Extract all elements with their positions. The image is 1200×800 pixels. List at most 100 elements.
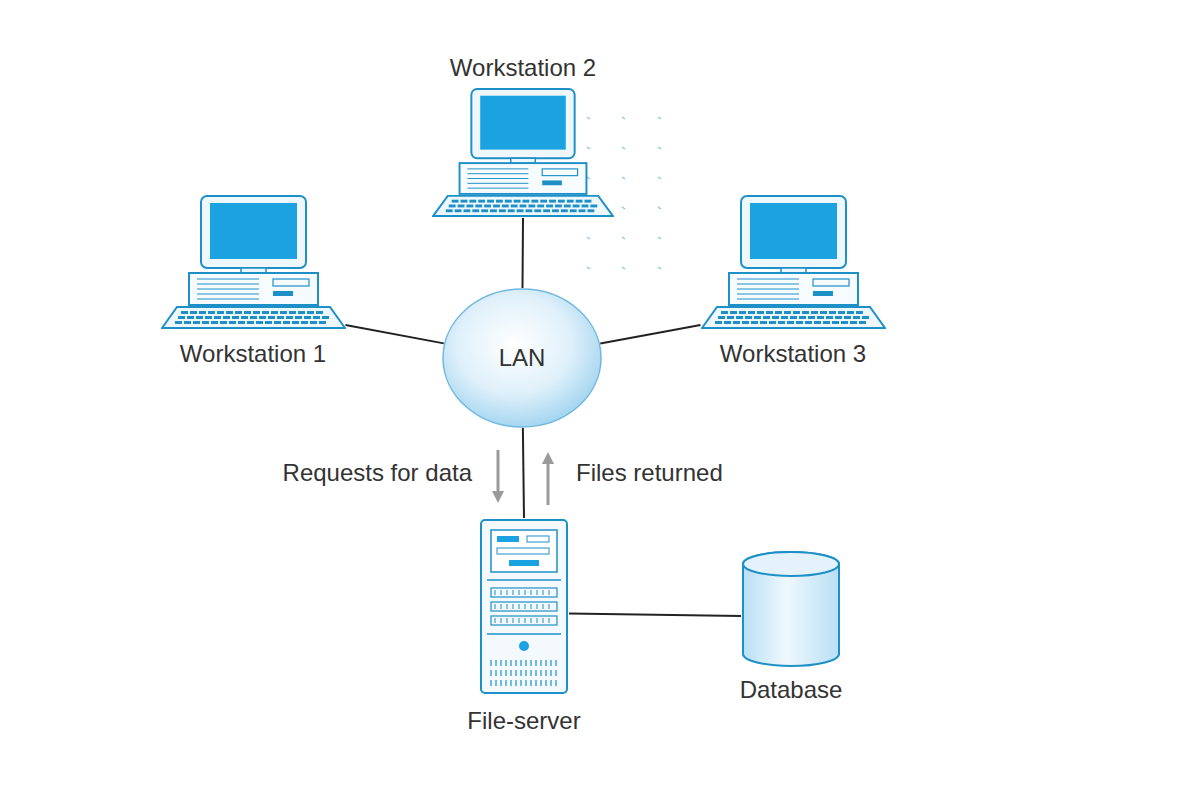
vent-slot [550, 680, 551, 686]
vent-slot [550, 660, 551, 666]
key [546, 205, 553, 208]
key [757, 311, 764, 314]
key [584, 200, 591, 203]
key [859, 321, 866, 324]
key [193, 321, 200, 324]
key [856, 311, 863, 314]
signal-dots [587, 117, 661, 269]
unit-stripe [467, 168, 528, 169]
key [811, 311, 818, 314]
key [505, 200, 512, 203]
key [220, 321, 227, 324]
bay-grille [537, 590, 538, 595]
vent-slot [515, 680, 516, 686]
key [772, 316, 779, 319]
key [778, 321, 785, 324]
key [543, 209, 550, 212]
bay-grille [513, 590, 514, 595]
key [196, 316, 203, 319]
key [277, 316, 284, 319]
key [511, 205, 518, 208]
signal-dot [658, 237, 661, 239]
key [292, 321, 299, 324]
key [805, 321, 812, 324]
network-link [600, 325, 700, 344]
key [304, 316, 311, 319]
vent-slot [540, 680, 541, 686]
system-unit [729, 273, 858, 305]
key [751, 321, 758, 324]
key [475, 205, 482, 208]
vent-slot [520, 680, 521, 686]
unit-stripe [467, 178, 528, 179]
network-label: LAN [499, 344, 546, 372]
key [754, 316, 761, 319]
vent-slot [525, 660, 526, 666]
vent-slot [510, 680, 511, 686]
key [808, 316, 815, 319]
key [481, 209, 488, 212]
key [561, 209, 568, 212]
key [502, 205, 509, 208]
key [736, 316, 743, 319]
key [769, 321, 776, 324]
key [748, 311, 755, 314]
key [829, 311, 836, 314]
node-label: Database [740, 676, 843, 704]
key [178, 316, 185, 319]
workstation-node: Workstation 2 [428, 54, 618, 218]
key [478, 200, 485, 203]
key [280, 311, 287, 314]
key [525, 209, 532, 212]
ws-icon [161, 195, 346, 330]
database-top [743, 552, 839, 576]
unit-stripe [197, 284, 259, 285]
key [820, 311, 827, 314]
drive-bay [491, 602, 557, 611]
server-divider [487, 633, 561, 635]
vent-slot [505, 660, 506, 666]
key [832, 321, 839, 324]
key [727, 316, 734, 319]
vent-slot [520, 660, 521, 666]
lan-ellipse [443, 289, 601, 427]
signal-dot [622, 117, 625, 119]
key [452, 200, 459, 203]
key [724, 321, 731, 324]
key [455, 209, 462, 212]
bay-grille [501, 618, 502, 623]
key [271, 311, 278, 314]
drive-slot [542, 169, 577, 176]
bay-grille [543, 590, 544, 595]
node-label: Workstation 1 [180, 340, 326, 368]
monitor-screen [750, 203, 837, 259]
key [742, 321, 749, 324]
key [781, 316, 788, 319]
monitor-bezel [201, 196, 306, 268]
key [469, 200, 476, 203]
key [787, 321, 794, 324]
power-button [519, 641, 529, 651]
key [262, 311, 269, 314]
key [472, 209, 479, 212]
bay-grille [537, 618, 538, 623]
signal-dot [587, 177, 590, 179]
key [721, 311, 728, 314]
key [745, 316, 752, 319]
key [253, 311, 260, 314]
network-link [569, 614, 741, 617]
key [187, 316, 194, 319]
key [823, 321, 830, 324]
key [316, 311, 323, 314]
key [814, 321, 821, 324]
system-unit [460, 163, 587, 194]
server-icon [479, 518, 569, 695]
key [496, 200, 503, 203]
bay-grille [549, 590, 550, 595]
key [461, 200, 468, 203]
key [718, 316, 725, 319]
key [226, 311, 233, 314]
bay-grille [549, 604, 550, 609]
drive-bay [491, 588, 557, 597]
server-case [481, 520, 567, 693]
